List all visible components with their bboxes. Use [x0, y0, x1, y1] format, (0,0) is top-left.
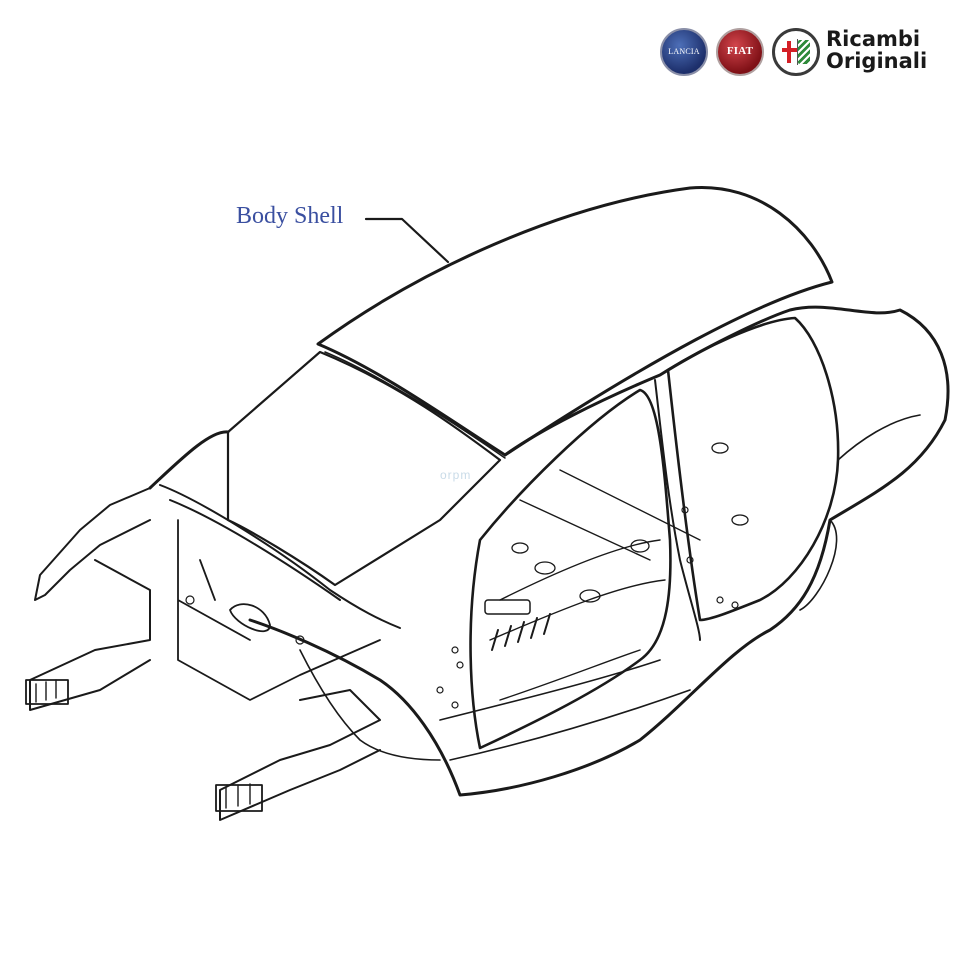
roof-panel [316, 186, 834, 457]
brand-tagline: Ricambi Originali [826, 28, 927, 72]
front-door-opening [469, 388, 672, 750]
fiat-logo: FIAT [716, 28, 764, 76]
front-bulkhead [177, 519, 381, 701]
rear-quarter-panel [799, 414, 921, 611]
alfa-romeo-logo [772, 28, 820, 76]
serpent-icon [798, 40, 810, 64]
brand-line-2: Originali [826, 49, 928, 73]
b-pillar [654, 379, 701, 641]
windscreen-opening [226, 350, 502, 587]
left-front-rail [29, 487, 151, 711]
dashboard-crossmember [159, 484, 401, 629]
callout-label: Body Shell [236, 203, 344, 229]
fiat-logo-text: FIAT [726, 45, 754, 57]
rear-door-opening [666, 316, 840, 622]
lancia-logo-text: LANCIA [668, 47, 700, 56]
seat-rail-slots [491, 613, 551, 651]
cross-icon [787, 41, 791, 63]
front-wheel-arch [299, 649, 441, 761]
watermark: orpm [440, 468, 472, 482]
side-sill [439, 659, 691, 761]
floor-panel [489, 469, 701, 701]
brand-logo-group: LANCIA FIAT Ricambi Originali [660, 26, 930, 80]
right-front-rail [219, 689, 381, 821]
brand-line-1: Ricambi [826, 27, 921, 51]
callout-leader-line [364, 217, 450, 264]
lancia-logo: LANCIA [660, 28, 708, 76]
